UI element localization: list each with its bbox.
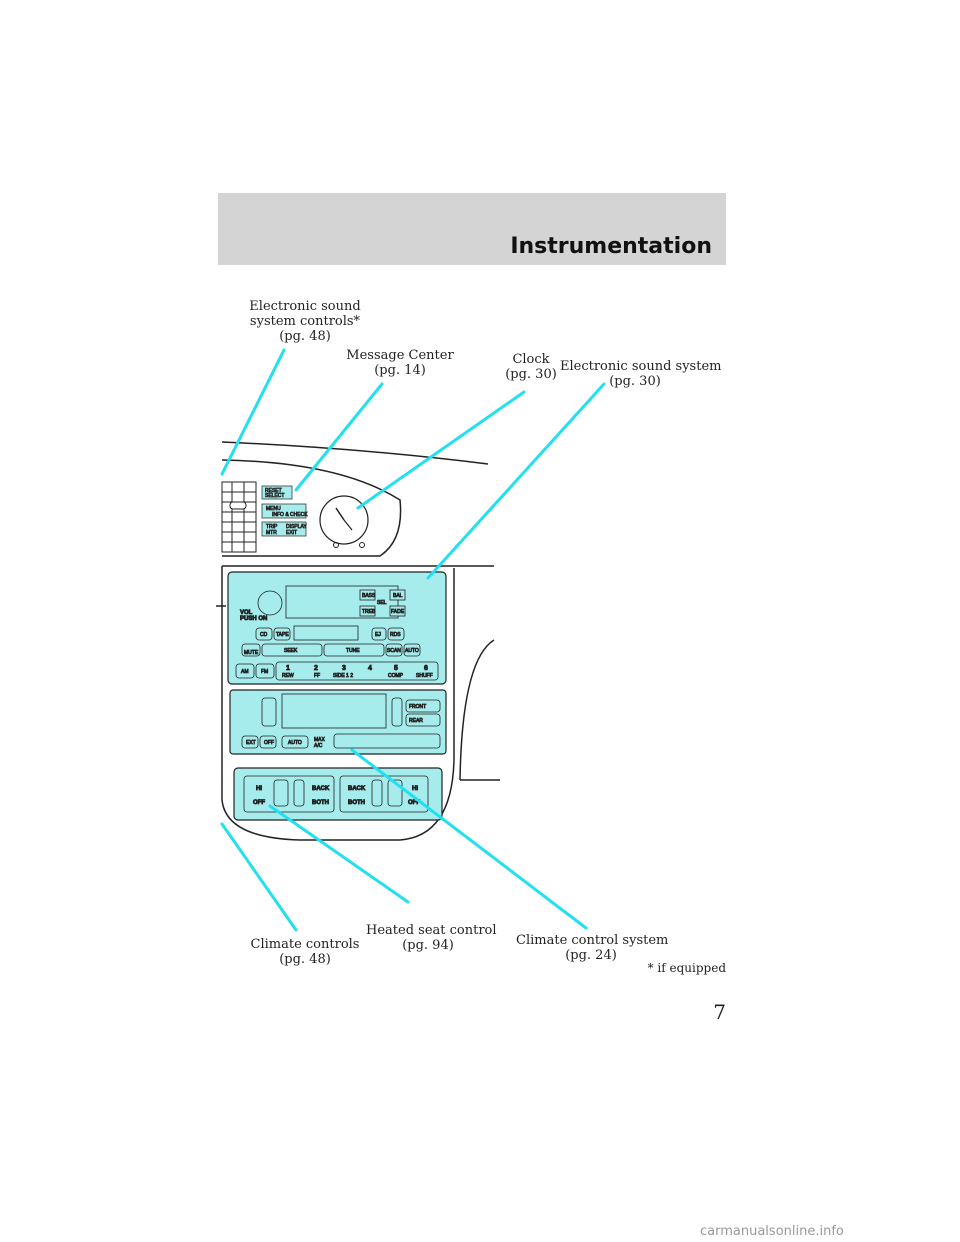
callout-clock-line2: (pg. 30)	[505, 367, 557, 382]
treb-button: TREB	[362, 609, 376, 615]
seat-panel: HI OFF BACK BOTH BACK BOTH HI OFF	[233, 767, 443, 821]
bass-button: BASS	[362, 593, 376, 599]
front-defrost-button: FRONT	[409, 704, 426, 710]
climate-auto-button: AUTO	[288, 740, 302, 746]
callout-line-sound-controls	[220, 348, 286, 476]
mute-button: MUTE	[244, 650, 259, 656]
preset-5: 5	[394, 665, 398, 672]
mc-display: DISPLAY	[286, 524, 307, 530]
sel-label: SEL	[377, 600, 387, 606]
mc-trip: TRIP	[266, 524, 278, 530]
callout-message-center-line2: (pg. 14)	[374, 363, 426, 378]
eject-button: EJ	[375, 632, 381, 638]
callout-line-climate-controls	[220, 822, 298, 932]
left-seat-both: BOTH	[312, 800, 329, 806]
callout-climate-controls-line1: Climate controls	[250, 937, 360, 952]
callout-line-climate-system	[350, 748, 588, 930]
watermark: carmanualsonline.info	[700, 1224, 844, 1239]
preset-5-sub: COMP	[388, 673, 404, 679]
callout-climate-system: Climate control system (pg. 24)	[516, 933, 669, 963]
callout-climate-system-line2: (pg. 24)	[565, 948, 617, 963]
ext-button: EXT	[246, 740, 256, 746]
am-button: AM	[241, 669, 249, 675]
mc-reset: RESET	[265, 488, 282, 494]
callout-sound-system-line1: Electronic sound system	[560, 359, 722, 374]
callout-line-clock	[356, 390, 526, 510]
callout-heated-seat-line1: Heated seat control	[366, 923, 497, 938]
page-number: 7	[713, 1000, 726, 1024]
air-vent	[221, 481, 257, 553]
clock	[319, 495, 369, 548]
left-seat-hi: HI	[256, 786, 262, 792]
preset-3: 3	[342, 665, 346, 672]
callout-clock-line1: Clock	[512, 352, 550, 367]
tape-button: TAPE	[276, 632, 289, 638]
mc-info: INFO & CHECK	[272, 512, 308, 518]
mc-select: SELECT	[265, 493, 284, 499]
footnote: * if equipped	[647, 961, 726, 975]
push-on-label: PUSH ON	[240, 616, 267, 622]
max-ac-line1: MAX	[314, 737, 326, 743]
preset-6-sub: SHUFF	[416, 673, 433, 679]
callout-message-center: Message Center (pg. 14)	[340, 348, 460, 378]
right-seat-off: OFF	[408, 800, 420, 806]
callout-sound-controls: Electronic sound system controls* (pg. 4…	[240, 299, 370, 344]
callout-sound-controls-line2: system controls*	[249, 314, 361, 329]
preset-1: 1	[286, 665, 290, 672]
callout-message-center-line1: Message Center	[346, 348, 454, 363]
fm-button: FM	[261, 669, 268, 675]
fade-button: FADE	[391, 609, 405, 615]
callout-lines	[220, 348, 606, 932]
right-seat-hi: HI	[412, 786, 418, 792]
preset-6: 6	[424, 665, 428, 672]
tune-button: TUNE	[346, 648, 360, 654]
mc-menu: MENU	[266, 506, 281, 512]
bal-button: BAL	[393, 593, 403, 599]
callout-climate-system-line1: Climate control system	[516, 933, 669, 948]
callout-line-heated-seat	[268, 804, 410, 904]
rds-button: RDS	[390, 632, 401, 638]
vol-label: VOL	[240, 610, 253, 616]
radio-panel: VOL PUSH ON BASS TREB SEL BAL FADE CD TA…	[227, 571, 447, 685]
section-title: Instrumentation	[510, 234, 712, 259]
preset-4: 4	[368, 665, 372, 672]
callout-climate-controls: Climate controls (pg. 48)	[250, 937, 360, 967]
message-center: RESET SELECT MENU INFO & CHECK TRIP DISP…	[261, 485, 309, 537]
auto-button: AUTO	[405, 648, 419, 654]
callout-heated-seat: Heated seat control (pg. 94)	[366, 923, 497, 953]
mc-mtr: MTR	[266, 530, 277, 536]
climate-off-button: OFF	[264, 740, 274, 746]
left-seat-back: BACK	[312, 786, 330, 792]
callout-climate-controls-line2: (pg. 48)	[279, 952, 331, 967]
callout-sound-system: Electronic sound system (pg. 30)	[560, 359, 722, 389]
dashboard-outline	[216, 441, 500, 841]
max-ac-line2: A/C	[314, 743, 323, 749]
callout-sound-system-line2: (pg. 30)	[609, 374, 661, 389]
left-seat-off: OFF	[253, 800, 265, 806]
scan-button: SCAN	[387, 648, 401, 654]
seek-button: SEEK	[284, 648, 298, 654]
callout-sound-controls-line3: (pg. 48)	[279, 329, 331, 344]
preset-3-sub: SIDE 1 2	[333, 673, 353, 679]
preset-1-sub: REW	[282, 673, 294, 679]
right-seat-both: BOTH	[348, 800, 365, 806]
right-seat-back: BACK	[348, 786, 366, 792]
preset-2: 2	[314, 665, 318, 672]
callout-line-sound-system	[426, 382, 606, 580]
mc-exit: EXIT	[286, 530, 297, 536]
callout-heated-seat-line2: (pg. 94)	[402, 938, 454, 953]
callout-clock: Clock (pg. 30)	[486, 352, 576, 382]
climate-panel: FRONT REAR EXT OFF AUTO MAX A/C	[229, 689, 447, 755]
callout-sound-controls-line1: Electronic sound	[249, 299, 361, 314]
section-header: Instrumentation	[218, 193, 726, 265]
cd-button: CD	[260, 632, 268, 638]
rear-defrost-button: REAR	[409, 718, 423, 724]
callout-line-message-center	[294, 382, 384, 492]
preset-2-sub: FF	[314, 673, 320, 679]
